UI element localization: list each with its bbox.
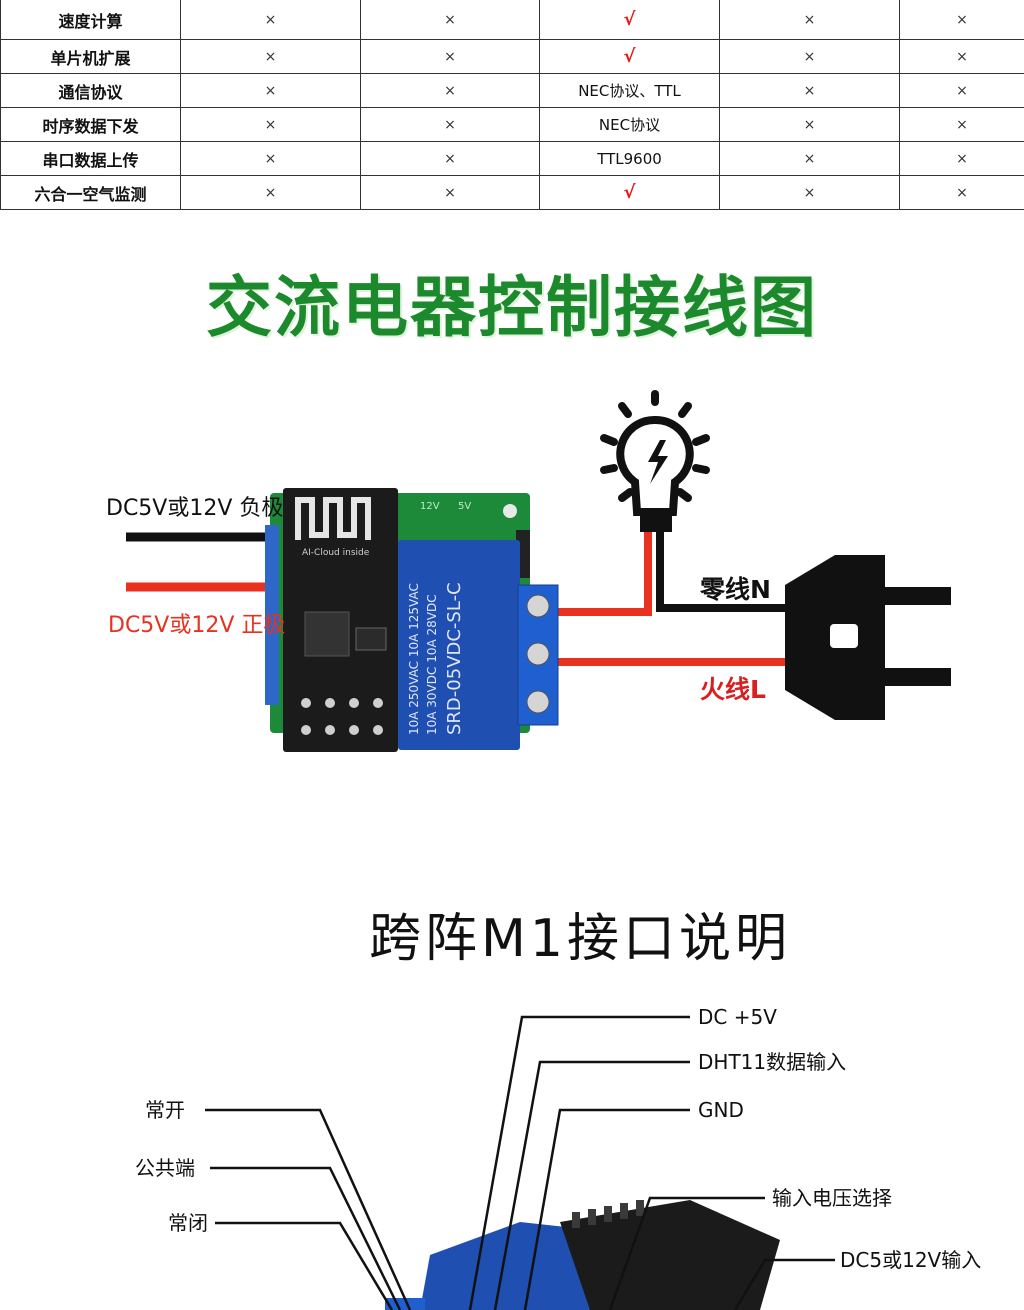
row-label: 速度计算 — [0, 0, 181, 40]
table-cell: × — [899, 107, 1024, 142]
table-cell: × — [360, 141, 540, 176]
terminal-screws — [526, 594, 550, 714]
table-cell: × — [899, 39, 1024, 74]
relay — [398, 540, 520, 750]
table-cell: × — [360, 39, 540, 74]
table-cell: × — [360, 107, 540, 142]
table-cell: × — [180, 107, 361, 142]
table-cell: × — [899, 175, 1024, 210]
pin-holes — [301, 698, 383, 735]
table-cell: × — [899, 141, 1024, 176]
svg-text:10A 250VAC 10A 125VAC: 10A 250VAC 10A 125VAC — [407, 583, 421, 735]
label-normally-open: 常开 — [145, 1098, 185, 1122]
board-mark-5v: 5V — [458, 501, 471, 512]
table-cell: × — [180, 0, 361, 40]
table-cell: × — [899, 73, 1024, 108]
module-pins — [572, 1200, 644, 1228]
table-row: 串口数据上传××TTL9600×× — [0, 141, 1024, 176]
leader-lines — [205, 1015, 835, 1310]
row-label: 时序数据下发 — [0, 107, 181, 142]
lamp-icon — [600, 390, 710, 532]
interface-title: 跨阵M1接口说明 — [369, 909, 791, 969]
table-row: 通信协议××NEC协议、TTL×× — [0, 73, 1024, 108]
label-voltage-select: 输入电压选择 — [772, 1186, 892, 1210]
table-cell: × — [180, 73, 361, 108]
table-cell: NEC协议、TTL — [539, 73, 720, 108]
table-cell: × — [719, 175, 900, 210]
feature-table: 速度计算××√××单片机扩展××√××通信协议××NEC协议、TTL××时序数据… — [0, 0, 1024, 210]
table-cell: × — [719, 0, 900, 40]
table-cell: × — [899, 0, 1024, 40]
table-cell: × — [360, 175, 540, 210]
label-negative: DC5V或12V 负极 — [106, 496, 283, 521]
chip-small — [355, 627, 387, 651]
table-cell: √ — [539, 175, 720, 210]
mount-hole — [503, 504, 517, 518]
label-gnd: GND — [698, 1098, 744, 1122]
module-label: AI-Cloud inside — [302, 548, 370, 558]
label-neutral: 零线N — [699, 575, 771, 604]
label-positive: DC5V或12V 正极 — [108, 613, 285, 638]
label-live: 火线L — [700, 675, 766, 704]
plug-icon — [785, 555, 951, 720]
label-normally-closed: 常闭 — [168, 1211, 208, 1235]
chip — [304, 611, 350, 657]
table-cell: √ — [539, 39, 720, 74]
table-cell: × — [360, 0, 540, 40]
table-cell: × — [180, 141, 361, 176]
interface-diagram: DC +5V DHT11数据输入 GND 输入电压选择 DC5或12V输入 常开… — [135, 1005, 981, 1310]
neutral-wire — [656, 530, 790, 612]
pcb-edge — [265, 525, 279, 705]
relay-label: 10A 250VAC 10A 125VAC 10A 30VDC 10A 28VD… — [407, 582, 465, 735]
table-cell: TTL9600 — [539, 141, 720, 176]
table-row: 单片机扩展××√×× — [0, 39, 1024, 74]
table-cell: × — [719, 107, 900, 142]
table-cell: × — [180, 175, 361, 210]
label-dc5v: DC +5V — [698, 1005, 777, 1029]
label-dc-input: DC5或12V输入 — [840, 1248, 981, 1272]
table-cell: × — [719, 141, 900, 176]
module-photo — [560, 1200, 780, 1310]
board-mark-12v: 12V — [420, 501, 440, 512]
table-cell: √ — [539, 0, 720, 40]
lamp-feed-wire — [555, 530, 652, 616]
table-cell: × — [719, 73, 900, 108]
pcb-antenna — [295, 497, 371, 540]
label-dht11: DHT11数据输入 — [698, 1050, 846, 1074]
svg-text:SRD-05VDC-SL-C: SRD-05VDC-SL-C — [444, 582, 465, 735]
table-cell: × — [180, 39, 361, 74]
row-label: 单片机扩展 — [0, 39, 181, 74]
row-label: 串口数据上传 — [0, 141, 181, 176]
row-label: 通信协议 — [0, 73, 181, 108]
row-label: 六合一空气监测 — [0, 175, 181, 210]
table-row: 时序数据下发××NEC协议×× — [0, 107, 1024, 142]
table-cell: × — [719, 39, 900, 74]
label-common: 公共端 — [135, 1156, 195, 1180]
wiring-title: 交流电器控制接线图 — [206, 269, 818, 346]
table-cell: × — [360, 73, 540, 108]
table-row: 六合一空气监测××√×× — [0, 175, 1024, 210]
svg-text:10A 30VDC 10A 28VDC: 10A 30VDC 10A 28VDC — [425, 594, 439, 735]
table-row: 速度计算××√×× — [0, 0, 1024, 40]
table-cell: NEC协议 — [539, 107, 720, 142]
wiring-diagram: 12V 5V AI-Cloud inside 10A 250VAC 10A 12… — [106, 390, 951, 752]
